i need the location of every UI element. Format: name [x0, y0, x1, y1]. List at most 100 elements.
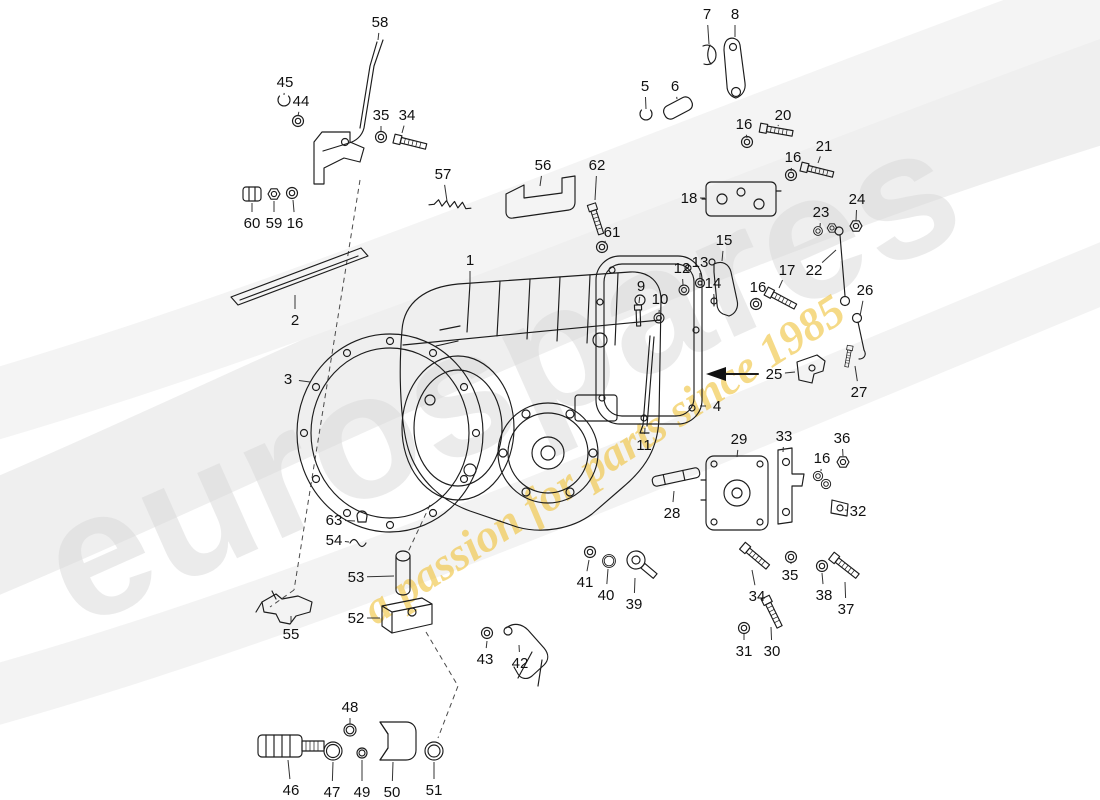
- part-callout-54: 54: [326, 532, 343, 549]
- bracket-56: [505, 175, 576, 219]
- leader-line-16: [292, 199, 295, 213]
- part-callout-16: 16: [287, 215, 304, 232]
- part-callout-38: 38: [816, 587, 833, 604]
- o-ring-49: [356, 747, 368, 759]
- pin-6: [663, 96, 693, 120]
- part-callout-52: 52: [348, 610, 365, 627]
- bolt-37: [828, 551, 861, 581]
- leader-line-17: [778, 279, 783, 289]
- leader-line-27: [854, 365, 858, 382]
- washer-38: [815, 559, 829, 573]
- part-callout-37: 37: [838, 601, 855, 618]
- lever-15: [708, 258, 739, 317]
- sleeve-60: [242, 186, 262, 202]
- part-callout-43: 43: [477, 651, 494, 668]
- seal-47: [323, 741, 343, 761]
- nut-59: [267, 188, 281, 200]
- leader-line-62: [594, 175, 597, 201]
- rod-26: [851, 312, 866, 360]
- leader-line-22: [821, 249, 837, 263]
- part-callout-45: 45: [277, 74, 294, 91]
- part-callout-21: 21: [816, 138, 833, 155]
- part-callout-12: 12: [674, 260, 691, 277]
- washer-35: [784, 550, 798, 564]
- leader-line-34: [401, 125, 405, 134]
- leader-line-61: [603, 240, 606, 244]
- part-callout-27: 27: [851, 384, 868, 401]
- leader-line-58: [377, 32, 380, 41]
- assembly-guide-lines: [269, 179, 459, 739]
- part-callout-50: 50: [384, 784, 401, 800]
- part-callout-34: 34: [399, 107, 416, 124]
- leader-line-44: [297, 111, 300, 117]
- part-callout-56: 56: [535, 157, 552, 174]
- part-callout-35: 35: [782, 567, 799, 584]
- leader-line-50: [391, 761, 394, 782]
- part-callout-51: 51: [426, 782, 443, 799]
- washer-35: [374, 130, 388, 144]
- pin-9: [633, 304, 643, 327]
- watermark-swoosh: [0, 242, 1100, 725]
- leader-line-30: [770, 626, 773, 641]
- part-callout-31: 31: [736, 643, 753, 660]
- part-callout-14: 14: [705, 275, 722, 292]
- leader-line-16: [745, 134, 748, 139]
- stud-11: [639, 335, 655, 434]
- part-callout-41: 41: [577, 574, 594, 591]
- seal-51: [424, 741, 444, 761]
- part-callout-15: 15: [716, 232, 733, 249]
- gasket-3: [296, 333, 484, 533]
- part-callout-39: 39: [626, 596, 643, 613]
- part-callout-47: 47: [324, 784, 341, 800]
- part-callout-42: 42: [512, 655, 529, 672]
- part-callout-53: 53: [348, 569, 365, 586]
- bracket-55: [255, 590, 313, 625]
- leader-line-39: [633, 577, 636, 594]
- part-callout-16: 16: [814, 450, 831, 467]
- bracket-33: [777, 447, 805, 525]
- leader-line-29: [736, 449, 739, 458]
- part-callout-34: 34: [749, 588, 766, 605]
- washer-41: [583, 545, 597, 559]
- part-callout-36: 36: [834, 430, 851, 447]
- transmission-case: [399, 271, 662, 531]
- part-callout-30: 30: [764, 643, 781, 660]
- part-callout-63: 63: [326, 512, 343, 529]
- seal-ring-40: [602, 554, 616, 568]
- leader-line-5: [644, 96, 647, 110]
- leader-line-38: [821, 572, 824, 585]
- leader-line-57: [444, 184, 448, 202]
- leader-line-43: [485, 640, 488, 649]
- leader-line-21: [817, 156, 821, 164]
- nut-36: [836, 456, 850, 468]
- part-callout-35: 35: [373, 107, 390, 124]
- part-callout-18: 18: [681, 190, 698, 207]
- block-52: [381, 597, 433, 634]
- part-callout-6: 6: [671, 78, 679, 95]
- bolt-34: [392, 133, 428, 152]
- shaft-46: [257, 734, 325, 758]
- part-callout-17: 17: [779, 262, 796, 279]
- leader-line-37: [844, 581, 847, 599]
- leader-line-24: [855, 209, 857, 222]
- watermark: eurospares a passion for parts since 198…: [0, 0, 1100, 725]
- spring-hook-7: [702, 44, 717, 66]
- part-callout-3: 3: [284, 371, 292, 388]
- part-callout-20: 20: [775, 107, 792, 124]
- part-callout-7: 7: [703, 6, 711, 23]
- watermark-swoosh: [0, 0, 1100, 440]
- bolt-34: [739, 541, 772, 571]
- washer-31: [737, 621, 751, 635]
- o-ring-48: [343, 723, 357, 737]
- part-callout-22: 22: [806, 262, 823, 279]
- clip-32: [830, 499, 849, 517]
- part-callout-16: 16: [736, 116, 753, 133]
- leader-line-9: [638, 296, 641, 304]
- leader-line-56: [539, 175, 542, 187]
- direction-arrow: [706, 367, 759, 381]
- shaft-28: [651, 467, 701, 487]
- part-callout-58: 58: [372, 14, 389, 31]
